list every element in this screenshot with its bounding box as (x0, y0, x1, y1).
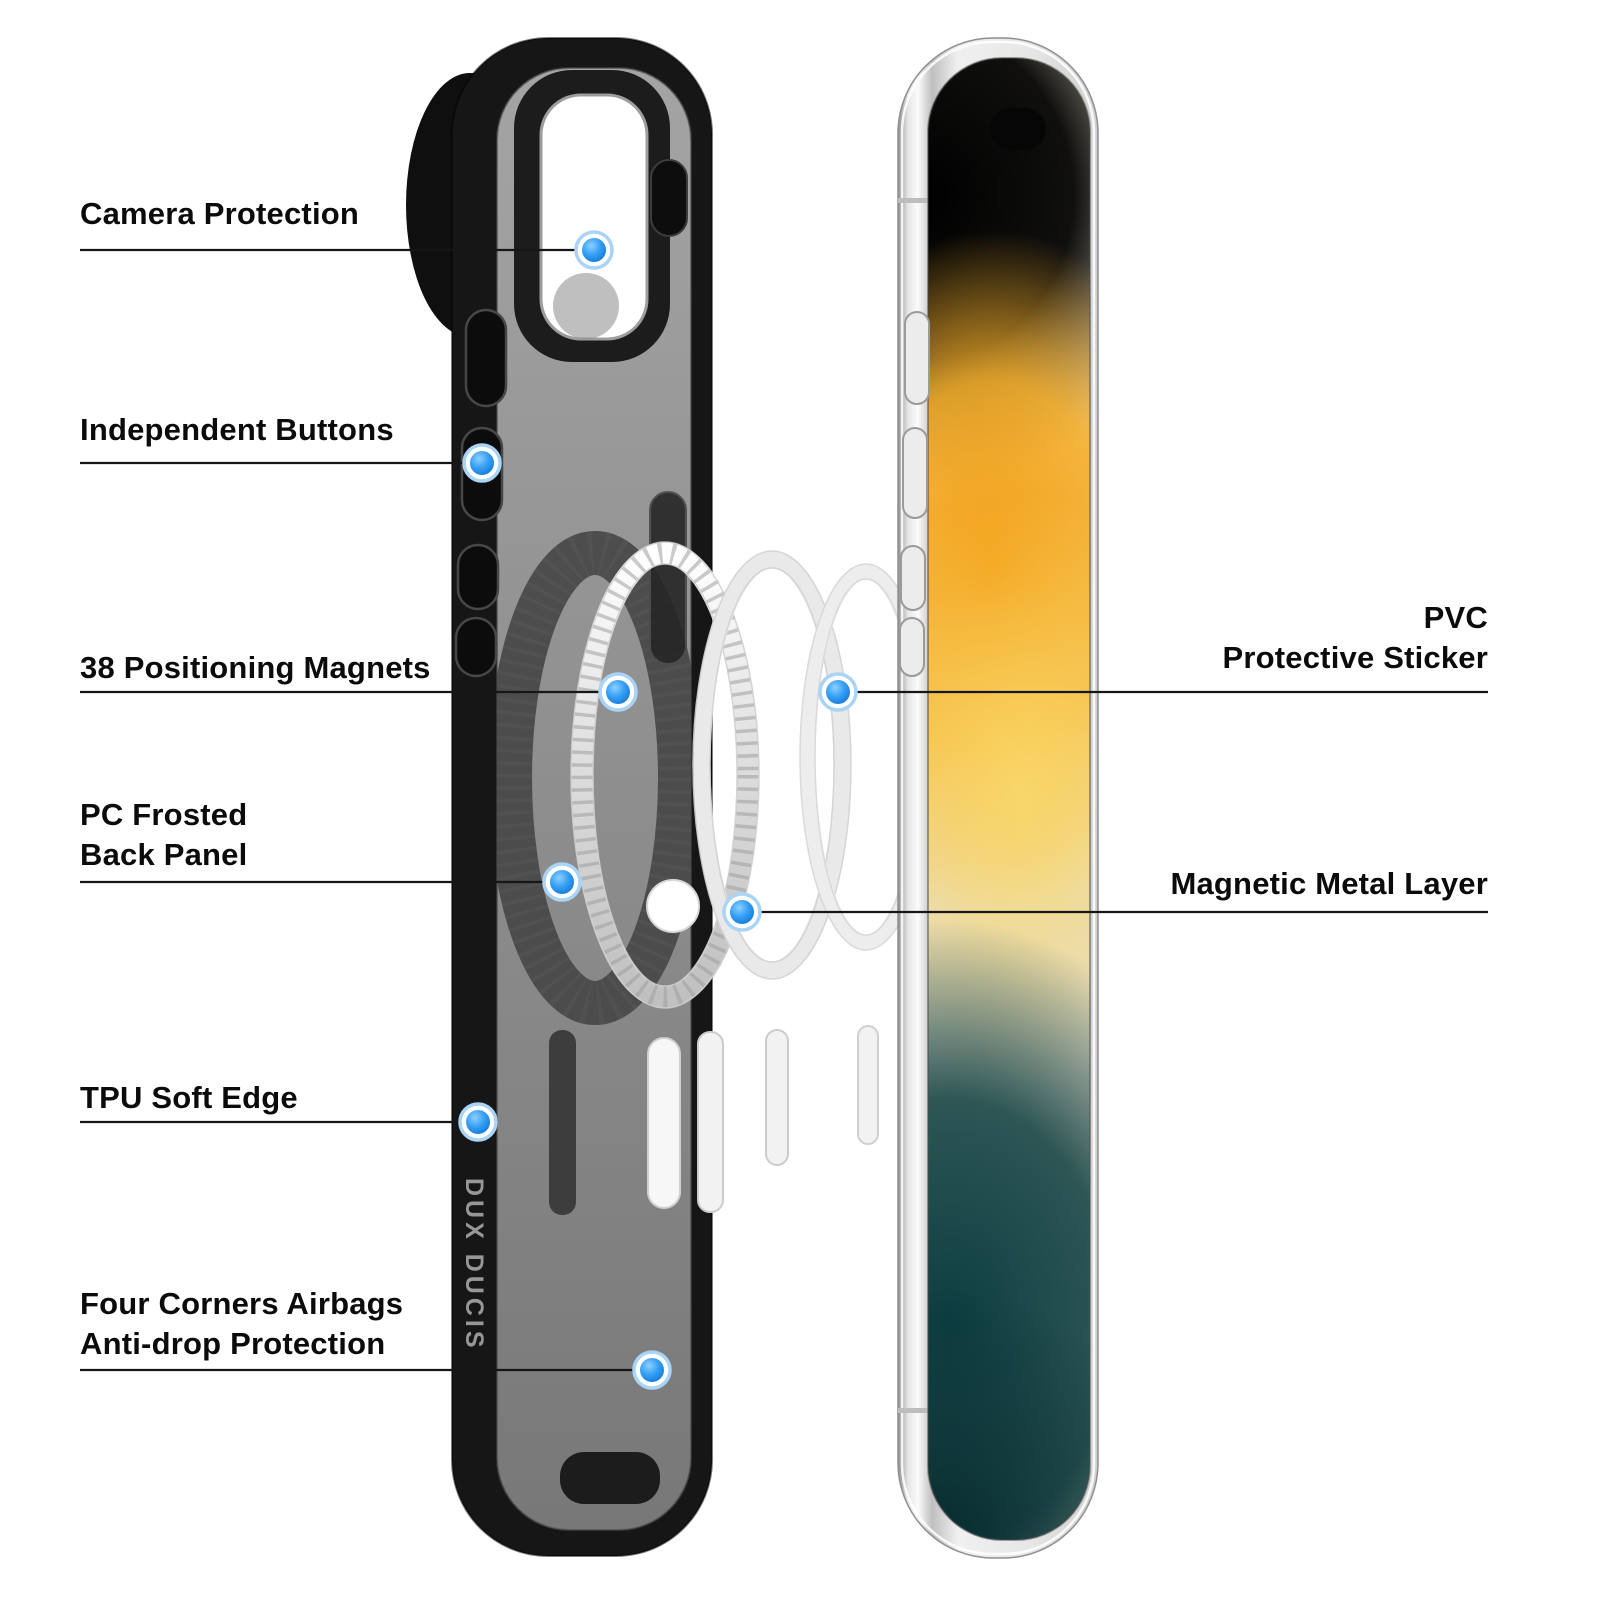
callout-independent-buttons: Independent Buttons (80, 412, 394, 447)
case-volume-down-button (454, 616, 498, 678)
segmented-metal-ring-ticks (571, 542, 759, 1008)
magnetic-metal-layer-ring-inner-edge (709, 567, 835, 963)
marker-dot-camera-protection (574, 230, 614, 270)
phone-case: DUX DUCIS (406, 37, 713, 1557)
marker-dot-magnetic-metal-layer (722, 892, 762, 932)
leader-lines (80, 248, 1488, 1372)
camera-cutout (539, 93, 649, 341)
magnetic-metal-layer-ring-outer-edge (692, 550, 852, 980)
antenna-line-bottom (898, 1408, 930, 1413)
dynamic-island (990, 108, 1046, 150)
iphone-action-button (904, 311, 930, 405)
iphone (897, 37, 1099, 1559)
flash-slot (650, 159, 688, 237)
case-action-button (464, 308, 508, 408)
marker-dot-four-corners-airbags (632, 1350, 672, 1390)
callout-pc-frosted-back-panel: PC Frosted Back Panel (80, 797, 248, 873)
callout-camera-protection: Camera Protection (80, 196, 360, 231)
antenna-line-top (898, 198, 930, 203)
alignment-bar-2 (765, 1029, 789, 1166)
callout-magnetic-metal-layer: Magnetic Metal Layer (1170, 866, 1488, 901)
segmented-metal-ring-inner-edge (592, 563, 738, 987)
iphone-upper-button (902, 427, 928, 519)
case-body-edge (451, 37, 713, 1557)
magsafe-rings (570, 541, 933, 1213)
camera-lens-hint (553, 273, 619, 339)
case-port-cutout (560, 1452, 660, 1504)
case-magnet-ring-ticks (497, 531, 691, 1025)
case-magnet-ring (497, 531, 691, 1025)
callout-four-corners-airbags: Four Corners Airbags Anti-drop Protectio… (80, 1286, 404, 1362)
case-magnet-bar (647, 1037, 681, 1209)
segmented-metal-ring-outer-edge (570, 541, 760, 1009)
alignment-bar-3 (857, 1025, 879, 1145)
brand-text: DUX DUCIS (460, 1178, 488, 1352)
side-slot-cutout (649, 491, 687, 665)
iphone-volume-down-button (899, 617, 925, 677)
iphone-frame-highlight (900, 40, 1096, 1556)
magnetic-metal-layer-ring (693, 551, 851, 979)
marker-dot-pvc-protective-sticker (818, 672, 858, 712)
marker-dot-tpu-soft-edge (458, 1102, 498, 1142)
callout-positioning-magnets: 38 Positioning Magnets (80, 650, 431, 685)
feature-markers (458, 230, 858, 1390)
iphone-volume-up-button (900, 545, 926, 611)
alignment-bar-1 (697, 1031, 724, 1213)
case-volume-up-button (456, 543, 500, 611)
alignment-circle-cutout (646, 879, 700, 933)
marker-dot-independent-buttons (462, 443, 502, 483)
case-bottom-slot (549, 1030, 576, 1215)
marker-dot-pc-frosted-back-panel (542, 862, 582, 902)
wallpaper-yellow (928, 490, 1090, 1090)
marker-dot-positioning-magnets (598, 672, 638, 712)
callout-tpu-soft-edge: TPU Soft Edge (80, 1080, 298, 1115)
callout-pvc-protective-sticker: PVC Protective Sticker (1222, 600, 1488, 676)
screen-bezel-edge (927, 57, 1091, 1541)
iphone-screen (928, 58, 1090, 1540)
wallpaper-teal-deep (928, 1285, 1090, 1540)
